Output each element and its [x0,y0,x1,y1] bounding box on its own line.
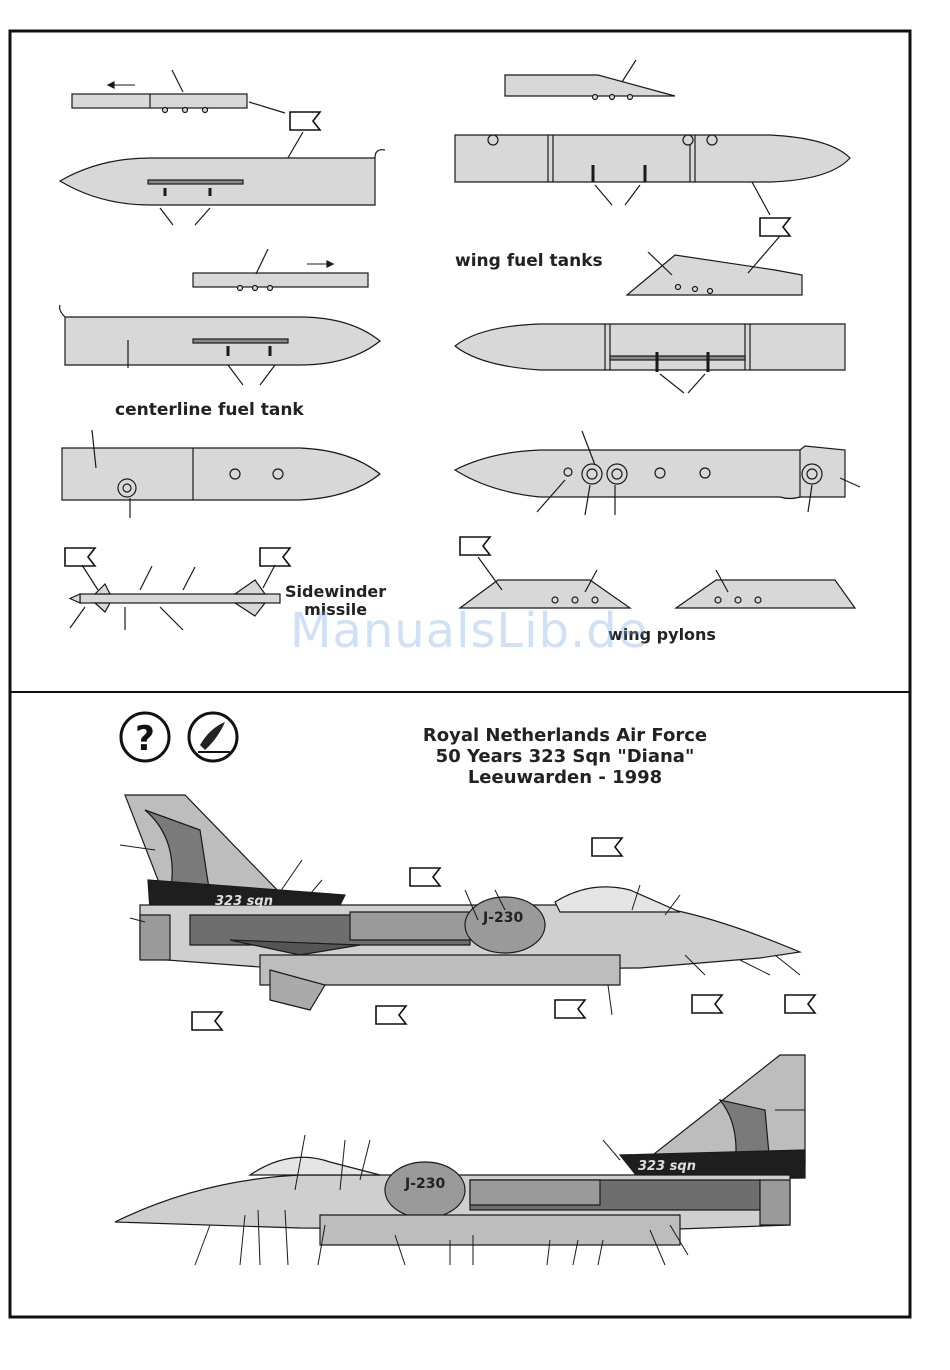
centerline-tank-side-2 [60,305,380,365]
decal-flag-icon [290,112,320,130]
wing-tank-side-2 [455,324,845,372]
decal-flag-icon [410,868,440,886]
decal-flag-icon [760,218,790,236]
centerline-pylon-bottom [193,273,368,291]
decal-flag-icon [692,995,722,1013]
aircraft-serial: J-230 [482,910,524,926]
sidewinder-label-line1: Sidewinder [285,583,386,601]
svg-text:?: ? [135,719,155,759]
tail-marking: 323 sqn [215,894,273,909]
title-line1: Royal Netherlands Air Force [390,725,740,746]
title-line3: Leeuwarden - 1998 [390,767,740,788]
centerline-fuel-tank-label: centerline fuel tank [115,400,304,420]
wing-fuel-tanks-label: wing fuel tanks [455,251,603,271]
decal-flag-icon [592,838,622,856]
decal-flag-icon [785,995,815,1013]
decal-flag-icon [65,548,95,566]
watermark: ManualsLib.de [290,603,648,659]
decal-flag-icon [460,537,490,555]
page-title: Royal Netherlands Air Force 50 Years 323… [390,725,740,788]
centerline-tank-side [60,150,385,205]
title-line2: 50 Years 323 Sqn "Diana" [390,746,740,767]
f16-side-view-right [115,1055,805,1245]
wing-pylon-right [676,580,855,608]
centerline-pylon-top [72,94,247,113]
wing-pylon-middle [627,255,802,295]
question-mark-icon: ? [121,713,169,761]
decal-flag-icon [555,1000,585,1018]
decal-flag-icon [192,1012,222,1030]
decal-flag-icon [260,548,290,566]
aircraft-serial-2: J-230 [404,1176,446,1192]
decal-flag-icon [376,1006,406,1024]
wing-tank-bottom [455,446,845,499]
centerline-tank-bottom [62,448,380,500]
wing-tank-side [455,135,850,182]
wing-pylon-top [505,75,675,100]
sidewinder-missile [70,580,280,616]
tail-marking-2: 323 sqn [638,1159,696,1174]
paint-brush-icon [189,713,237,761]
